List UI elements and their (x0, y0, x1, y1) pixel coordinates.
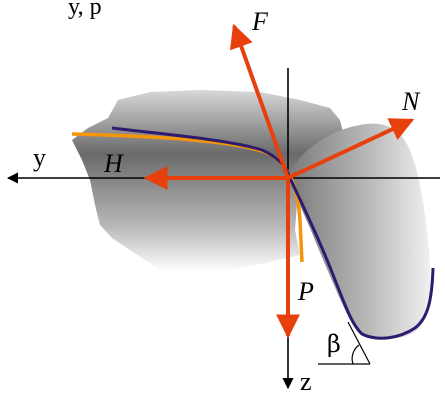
label-H: H (103, 149, 124, 178)
force-arrow-N (287, 118, 415, 180)
label-beta: β (327, 330, 341, 358)
label-N: N (401, 87, 421, 116)
tool-outline (111, 126, 435, 340)
label-y-axis: y (33, 143, 46, 172)
label-P: P (297, 277, 314, 306)
tool-body (288, 123, 431, 339)
label-z-axis: z (300, 367, 312, 394)
partial-top-text: у, р (68, 0, 102, 20)
beta-angle-arc (351, 344, 360, 365)
force-arrow-F (229, 23, 290, 179)
label-F: F (251, 7, 269, 36)
beta-edge-line (347, 321, 371, 365)
